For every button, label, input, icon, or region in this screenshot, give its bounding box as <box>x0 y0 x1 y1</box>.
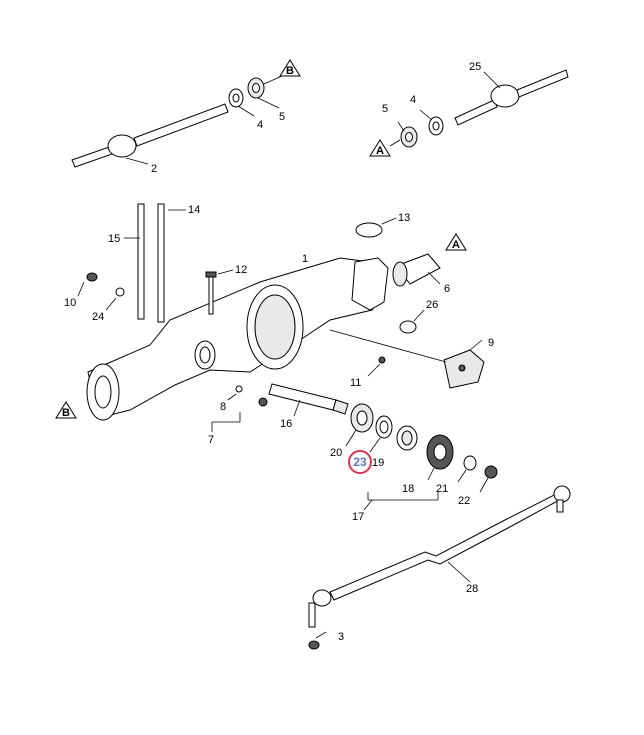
part-label-15: 15 <box>108 233 120 245</box>
drive-shaft-left[interactable] <box>71 103 229 168</box>
nut-10[interactable] <box>86 272 98 282</box>
part-label-8: 8 <box>220 401 226 413</box>
part-label-4-right: 4 <box>410 94 416 106</box>
part-label-18: 18 <box>402 483 414 495</box>
tie-rod-28[interactable] <box>308 485 571 628</box>
highlight-part-23[interactable]: 23 <box>348 450 372 474</box>
part-label-16: 16 <box>280 418 292 430</box>
part-label-10: 10 <box>64 297 76 309</box>
hub-18[interactable] <box>426 434 454 470</box>
part-label-19: 19 <box>372 457 384 469</box>
part-label-28: 28 <box>466 583 478 595</box>
part-label-1: 1 <box>302 253 308 265</box>
pinion-6[interactable] <box>392 253 441 287</box>
seal-23[interactable] <box>375 415 393 439</box>
bolt-11[interactable] <box>378 356 386 364</box>
axle-housing[interactable] <box>86 257 389 421</box>
plug-26[interactable] <box>399 320 417 334</box>
nut-3[interactable] <box>308 640 320 650</box>
part-label-24: 24 <box>92 311 104 323</box>
nut-22[interactable] <box>484 465 498 479</box>
part-label-3: 3 <box>338 631 344 643</box>
drive-shaft-right[interactable] <box>454 69 569 126</box>
part-label-9: 9 <box>488 337 494 349</box>
shaft-16[interactable] <box>268 383 349 415</box>
part-label-20: 20 <box>330 447 342 459</box>
callout-b-left: B <box>55 401 77 419</box>
stud-14[interactable] <box>157 203 165 323</box>
seal-5-right[interactable] <box>400 126 418 148</box>
seal-5-left[interactable] <box>247 77 265 99</box>
part-label-6: 6 <box>444 283 450 295</box>
svg-text:A: A <box>452 239 460 251</box>
bearing-20[interactable] <box>350 403 374 433</box>
washer-24[interactable] <box>115 287 125 297</box>
part-label-14: 14 <box>188 204 200 216</box>
svg-text:23: 23 <box>353 455 367 469</box>
part-label-5-left: 5 <box>279 111 285 123</box>
bolt-8[interactable] <box>235 385 268 407</box>
bolt-12[interactable] <box>205 271 217 315</box>
sensor-9[interactable] <box>443 349 485 389</box>
part-label-13: 13 <box>398 212 410 224</box>
bearing-race-19[interactable] <box>396 425 418 451</box>
callout-a-top: A <box>369 139 391 157</box>
part-label-2: 2 <box>151 163 157 175</box>
bearing-4-left[interactable] <box>228 88 244 108</box>
svg-text:B: B <box>286 65 294 77</box>
svg-text:B: B <box>62 407 70 419</box>
part-label-7: 7 <box>208 434 214 446</box>
o-ring-13[interactable] <box>355 222 383 238</box>
part-label-22: 22 <box>458 495 470 507</box>
part-label-11: 11 <box>350 377 361 389</box>
part-label-4-left: 4 <box>257 119 263 131</box>
part-label-12: 12 <box>235 264 247 276</box>
part-label-25: 25 <box>469 61 481 73</box>
part-label-17: 17 <box>352 511 364 523</box>
stud-15[interactable] <box>137 203 145 320</box>
callout-b-top: B <box>279 59 301 77</box>
part-label-21: 21 <box>436 483 448 495</box>
callout-a-mid: A <box>445 233 467 251</box>
bearing-4-right[interactable] <box>428 116 444 136</box>
svg-text:A: A <box>376 145 384 157</box>
washer-21[interactable] <box>463 455 477 471</box>
part-label-5-right: 5 <box>382 103 388 115</box>
part-label-26: 26 <box>426 299 438 311</box>
